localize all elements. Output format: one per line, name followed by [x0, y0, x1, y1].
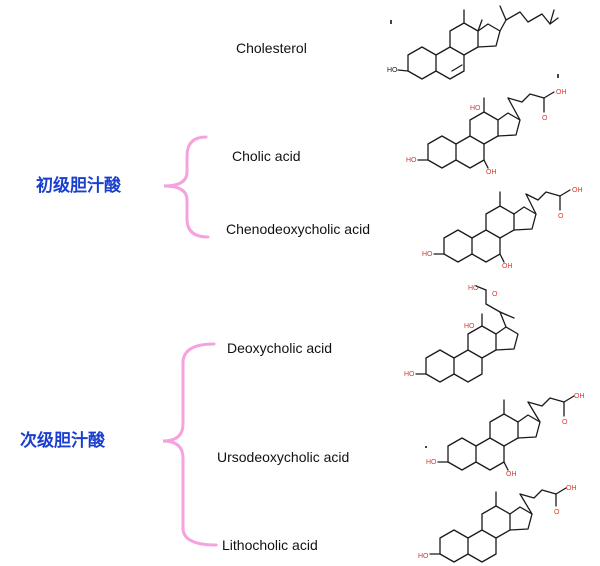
- atom-label-oh-7: OH: [502, 263, 513, 270]
- structure-lithocholic-acid: HO OH O: [418, 485, 577, 563]
- compound-label-cholesterol: Cholesterol: [236, 40, 307, 56]
- brace-primary: [163, 135, 210, 239]
- atom-label-ho-3: HO: [422, 251, 433, 258]
- atom-label-o-acid: O: [542, 115, 548, 122]
- atom-label-ho-12: HO: [464, 323, 475, 330]
- structure-cholesterol: HO: [387, 5, 559, 80]
- compound-label-chenodeoxycholic-acid: Chenodeoxycholic acid: [226, 221, 370, 237]
- atom-label-ho: HO: [387, 67, 398, 74]
- compound-label-deoxycholic-acid: Deoxycholic acid: [227, 340, 333, 356]
- atom-label-oh-acid: OH: [572, 187, 583, 194]
- structure-chenodeoxycholic-acid: HO OH OH O: [422, 187, 583, 270]
- atom-label-o-acid: O: [558, 213, 564, 220]
- atom-label-ho-acid: HO: [468, 285, 479, 292]
- atom-label-ho-12: HO: [470, 105, 481, 112]
- compound-label-cholic-acid: Cholic acid: [232, 148, 301, 164]
- atom-label-o-acid: O: [492, 291, 498, 298]
- atom-label-ho-3: HO: [404, 371, 415, 378]
- group-label-primary-bile-acids: 初级胆汁酸: [36, 176, 121, 196]
- stray-mark: [557, 74, 559, 78]
- atom-label-o-acid: O: [562, 419, 568, 426]
- compound-label-lithocholic-acid: Lithocholic acid: [222, 537, 318, 553]
- atom-label-ho-3: HO: [426, 459, 437, 466]
- structure-ursodeoxycholic-acid: HO OH OH O: [426, 393, 585, 478]
- atom-label-oh-acid: OH: [566, 485, 577, 492]
- atom-label-oh-acid: OH: [556, 89, 567, 96]
- atom-label-oh-7: OH: [486, 169, 497, 176]
- compound-label-ursodeoxycholic-acid: Ursodeoxycholic acid: [217, 449, 350, 465]
- atom-label-ho-3: HO: [406, 157, 417, 164]
- atom-label-oh-7: OH: [506, 471, 517, 478]
- stray-mark: [390, 20, 392, 24]
- atom-label-o-acid: O: [554, 509, 560, 516]
- structure-deoxycholic-acid: HO HO HO O: [404, 285, 519, 383]
- atom-label-ho-3: HO: [418, 553, 429, 560]
- structure-cholic-acid: HO OH HO OH O: [406, 89, 567, 176]
- brace-secondary: [162, 342, 218, 547]
- group-label-secondary-bile-acids: 次级胆汁酸: [20, 431, 105, 451]
- atom-label-oh-acid: OH: [574, 393, 585, 400]
- stray-mark: [425, 446, 427, 448]
